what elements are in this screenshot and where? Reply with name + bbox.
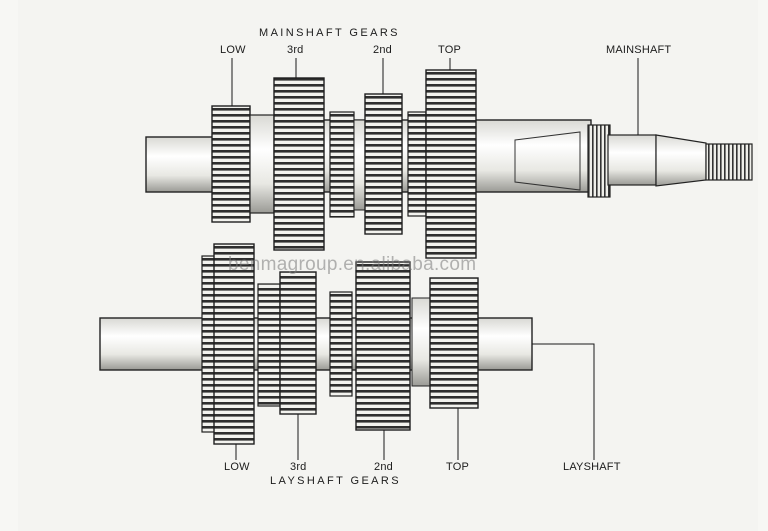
mainshaft-label: MAINSHAFT: [606, 44, 672, 56]
layshaft-gears-title: LAYSHAFT GEARS: [270, 475, 401, 487]
layshaft-gear-3rd: [279, 271, 317, 415]
layshaft-assembly: [99, 243, 533, 445]
mainshaft-gear-low: [211, 105, 251, 223]
mainshaft-gear-3rd: [273, 77, 325, 251]
mainshaft-low-label: LOW: [220, 44, 246, 56]
layshaft-spacer-a: [257, 283, 281, 407]
mainshaft-taper: [607, 134, 657, 186]
mainshaft-assembly: [145, 69, 753, 259]
leader-layshaft: [532, 343, 595, 460]
mainshaft-bush-b: [353, 119, 367, 211]
mainshaft-thread: [705, 143, 753, 181]
mainshaft-left-end: [145, 136, 217, 193]
layshaft-spacer-c: [411, 297, 431, 387]
mainshaft-hub-low: [249, 114, 275, 214]
layshaft-label: LAYSHAFT: [563, 461, 621, 473]
layshaft-gear-2nd: [355, 261, 411, 431]
mainshaft-3rd-label: 3rd: [287, 44, 304, 56]
mainshaft-bush-c: [407, 111, 427, 217]
layshaft-low-label: LOW: [224, 461, 250, 473]
mainshaft-spline: [514, 131, 581, 191]
layshaft-gear-low: [213, 243, 255, 445]
mainshaft-gear-top: [425, 69, 477, 259]
mainshaft-gear-2nd: [364, 93, 403, 235]
mainshaft-taper-end: [655, 134, 707, 187]
mainshaft-collar: [587, 124, 611, 198]
mainshaft-top-label: TOP: [438, 44, 462, 56]
mainshaft-2nd-label: 2nd: [373, 44, 392, 56]
watermark-text: benmagroup.en.alibaba.com: [228, 254, 477, 275]
layshaft-spacer-b: [329, 291, 353, 397]
mainshaft-gears-title: MAINSHAFT GEARS: [259, 27, 400, 39]
layshaft-gear-top: [429, 277, 479, 409]
layshaft-top-label: TOP: [446, 461, 470, 473]
mainshaft-bush-a: [329, 111, 355, 218]
leader-lines: [231, 58, 639, 460]
layshaft-3rd-label: 3rd: [290, 461, 307, 473]
layshaft-2nd-label: 2nd: [374, 461, 393, 473]
